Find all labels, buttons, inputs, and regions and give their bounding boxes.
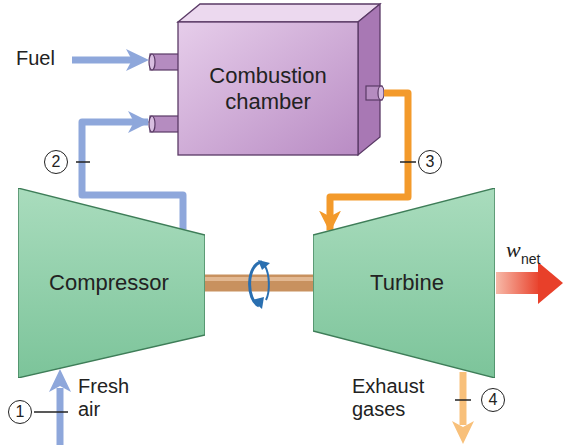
node-label: Combustion chamber [186,63,350,114]
flow-label: Exhaust gases [352,375,442,421]
callout-number: 1 [8,400,32,424]
callout-number: 4 [481,388,505,412]
node-label: Turbine [370,270,444,295]
flow-label: Fresh air [78,375,140,421]
work-symbol: w [506,237,521,262]
fresh-air-arrow [49,369,71,445]
shaft [205,275,313,292]
work-arrow [496,262,563,304]
turbine-text-box: Turbine [323,258,491,308]
compressor: Compressor [18,188,205,378]
compressor-text-box: Compressor [24,258,194,308]
state-ticks [34,162,471,412]
shaft-highlight [205,277,313,281]
combustion-chamber: Combustion chamber [148,2,384,160]
fuel-arrow [72,49,149,71]
combustion-chamber-text-box: Combustion chamber [178,22,358,155]
node-label: Compressor [49,270,169,295]
turbine: Turbine [313,188,495,378]
callout-number: 2 [44,150,68,174]
callout-number: 3 [418,150,442,174]
flow-label: Fuel [16,47,55,70]
exhaust-arrow [452,372,474,444]
work-subscript: net [521,251,540,267]
